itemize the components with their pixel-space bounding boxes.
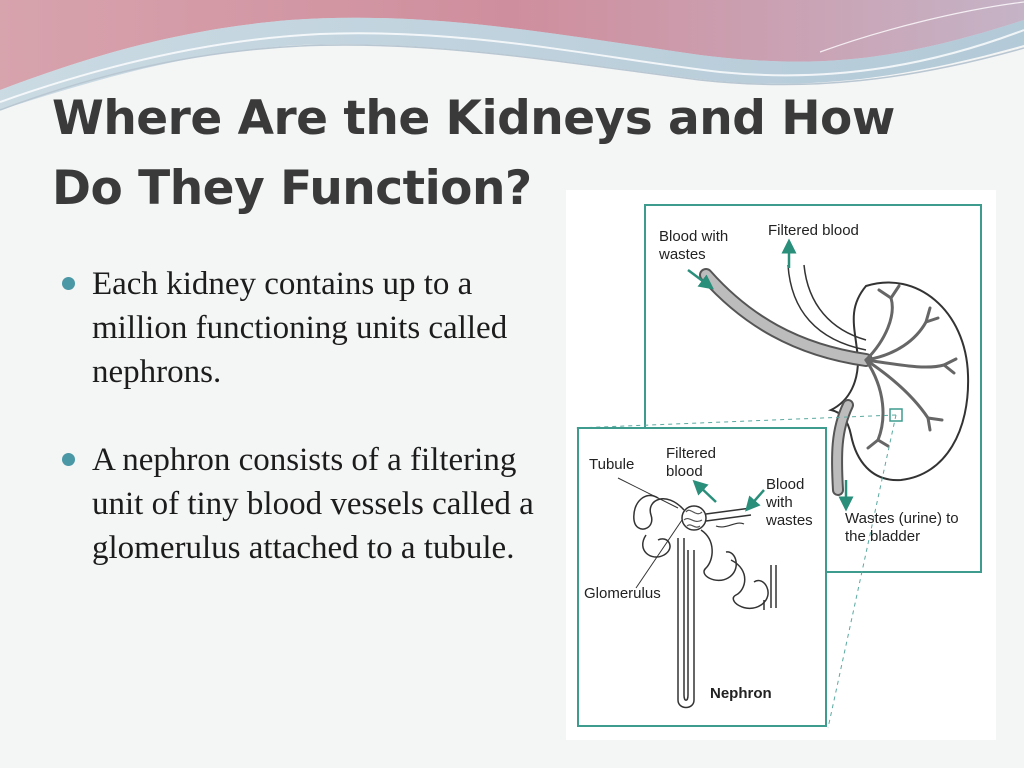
bullet-item: A nephron consists of a filtering unit o… bbox=[60, 438, 560, 570]
tubule-label: Tubule bbox=[589, 456, 635, 473]
glomerulus-label: Glomerulus bbox=[584, 585, 661, 602]
kidney-urine-label: Wastes (urine) to the bladder bbox=[845, 510, 959, 545]
nephron-blood-in-arrow-icon bbox=[745, 489, 765, 512]
nephron-caption: Nephron bbox=[710, 685, 772, 702]
zoom-guide-lines bbox=[575, 414, 897, 729]
kidney-outline-icon bbox=[827, 281, 970, 482]
kidney-blood-in-label: Blood with wastes bbox=[659, 228, 729, 263]
bullet-item: Each kidney contains up to a million fun… bbox=[60, 262, 560, 394]
nephron-zoom-marker bbox=[889, 408, 903, 422]
kidney-branches bbox=[864, 284, 958, 450]
nephron-filtered-arrow-icon bbox=[692, 479, 717, 503]
label-pointer-lines bbox=[617, 477, 683, 589]
nephron-filtered-label: Filtered blood bbox=[666, 445, 717, 480]
bullet-dot-icon bbox=[62, 277, 75, 290]
renal-vein-icon bbox=[787, 264, 867, 351]
nephron-panel-frame bbox=[577, 427, 827, 727]
kidney-nephron-diagram bbox=[575, 204, 982, 729]
bullet-list: Each kidney contains up to a million fun… bbox=[60, 262, 560, 570]
kidney-filtered-label: Filtered blood bbox=[768, 222, 859, 239]
kidney-nephron-illustration: Blood with wastes Filtered blood Wastes … bbox=[566, 190, 996, 740]
nephron-blood-in-label: Blood with wastes bbox=[766, 476, 813, 529]
blood-in-arrow-icon bbox=[687, 269, 714, 290]
bullet-dot-icon bbox=[62, 453, 75, 466]
bullet-text: A nephron consists of a filtering unit o… bbox=[92, 442, 534, 566]
renal-artery-icon bbox=[699, 268, 873, 367]
glomerulus-icon bbox=[681, 505, 707, 531]
bullet-text: Each kidney contains up to a million fun… bbox=[92, 266, 508, 390]
slide-title: Where Are the Kidneys and How Do They Fu… bbox=[52, 91, 895, 216]
